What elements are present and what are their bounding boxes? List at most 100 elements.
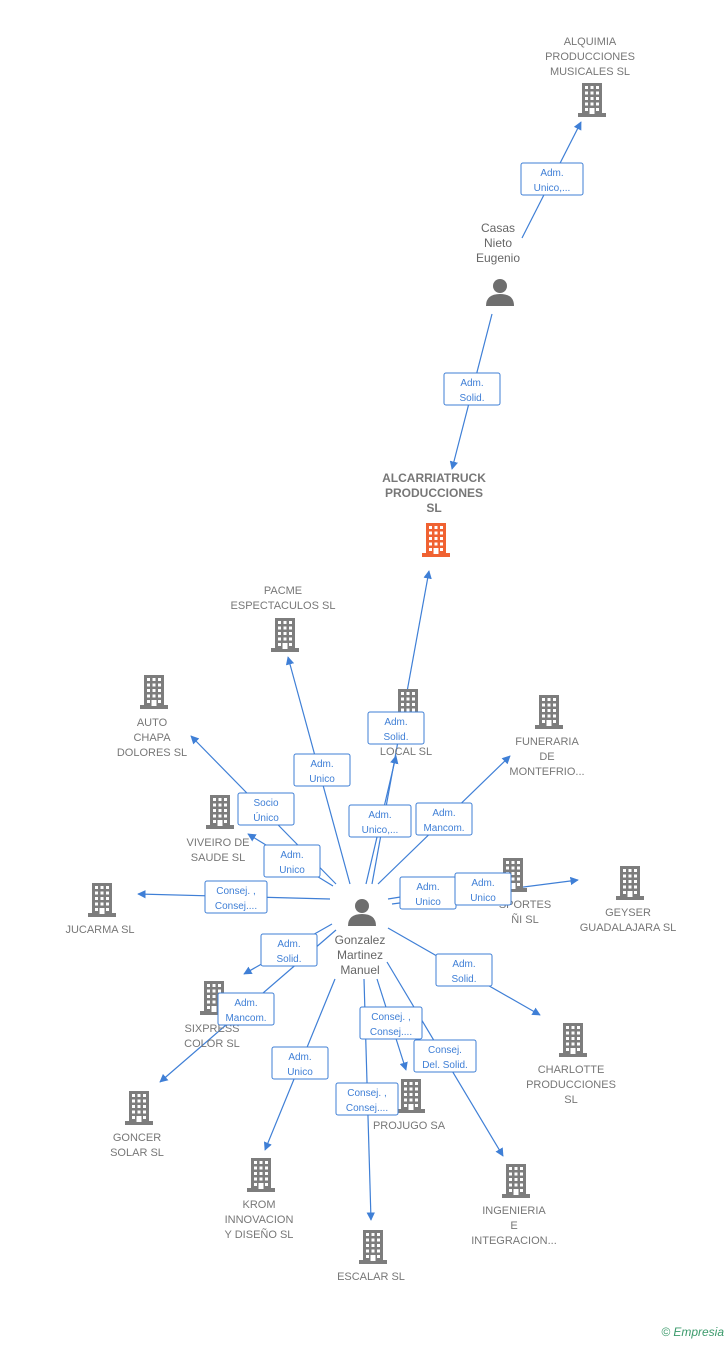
edge-label-text: Adm. bbox=[277, 939, 300, 950]
company-label-funeraria-line: DE bbox=[539, 751, 554, 763]
company-label-krom-line: Y DISEÑO SL bbox=[225, 1228, 294, 1241]
footer-brand[interactable]: ©Empresia bbox=[661, 1325, 724, 1339]
company-label-alcarriatruck-line: SL bbox=[426, 501, 441, 515]
edge-label-box bbox=[415, 802, 473, 836]
company-label-autochapa-line: AUTO bbox=[137, 717, 168, 729]
edge-label-text: Mancom. bbox=[423, 823, 464, 834]
company-icon-geyser[interactable] bbox=[616, 866, 644, 900]
edge-label-text: Adm. bbox=[471, 878, 494, 889]
edge-label-text: Adm. bbox=[280, 850, 303, 861]
company-icon-projugo[interactable] bbox=[397, 1079, 425, 1113]
edge-label-center-to-goncer[interactable]: Adm. Mancom. bbox=[217, 992, 275, 1026]
edge-label-center-to-transportes[interactable]: Adm. Unico bbox=[399, 876, 457, 910]
company-label-autochapa-line: DOLORES SL bbox=[117, 747, 187, 759]
edge-label-center-to-escalar[interactable]: Consej. , Consej.... bbox=[335, 1082, 399, 1116]
company-label-alquimia-line: MUSICALES SL bbox=[550, 66, 630, 78]
company-label-pacme-line: PACME bbox=[264, 585, 302, 597]
company-label-projugo-line: PROJUGO SA bbox=[373, 1120, 446, 1132]
company-label-viveiro-line: SAUDE SL bbox=[191, 852, 245, 864]
edge-labels-layer: Adm.Unico,...Adm.Solid.Adm.Solid.Adm.Uni… bbox=[204, 162, 584, 1116]
edge-label-text: Adm. bbox=[416, 882, 439, 893]
person-label-casas-line: Casas bbox=[481, 221, 515, 235]
edges-layer bbox=[137, 121, 582, 1221]
company-icon-pacme[interactable] bbox=[271, 618, 299, 652]
company-label-charlotte-line: SL bbox=[564, 1094, 577, 1106]
company-label-ingenieria-line: INGENIERIA bbox=[482, 1205, 546, 1217]
edge-label-box bbox=[263, 844, 321, 878]
edge-label-text: Consej. , bbox=[371, 1012, 410, 1023]
company-label-local-line: LOCAL SL bbox=[380, 746, 432, 758]
edge-label-text: Consej.... bbox=[215, 901, 257, 912]
edge-label-box bbox=[260, 933, 318, 967]
edge-label-text: Socio bbox=[253, 798, 278, 809]
edge-label-text: Adm. bbox=[288, 1052, 311, 1063]
edge-label-center-to-charlotte[interactable]: Adm.Solid. bbox=[435, 953, 493, 987]
edge-label-center-to-pacme[interactable]: Adm.Unico bbox=[293, 753, 351, 787]
company-label-sixpress-line: COLOR SL bbox=[184, 1038, 240, 1050]
company-label-goncer-line: SOLAR SL bbox=[110, 1147, 164, 1159]
company-icon-ingenieria[interactable] bbox=[502, 1164, 530, 1198]
edge-label-box bbox=[367, 711, 425, 745]
company-icon-goncer[interactable] bbox=[125, 1091, 153, 1125]
company-icon-funeraria[interactable] bbox=[535, 695, 563, 729]
company-icon-charlotte[interactable] bbox=[559, 1023, 587, 1057]
company-label-transportes-line: SPORTES bbox=[499, 899, 551, 911]
edge-label-box bbox=[443, 372, 501, 406]
edge-label-text: Consej.... bbox=[346, 1103, 388, 1114]
center-person-icon[interactable] bbox=[348, 899, 376, 926]
edge-label-center-to-viveiro[interactable]: Adm.Unico bbox=[263, 844, 321, 878]
company-label-charlotte-line: PRODUCCIONES bbox=[526, 1079, 616, 1091]
edge-label-center-to-krom[interactable]: Adm. Unico bbox=[271, 1046, 329, 1080]
company-label-geyser-line: GUADALAJARA SL bbox=[580, 922, 677, 934]
company-label-autochapa-line: CHAPA bbox=[133, 732, 171, 744]
edge-label-text: Consej. , bbox=[347, 1088, 386, 1099]
edge-label-box bbox=[520, 162, 584, 196]
edge-label-center-to-ingenieria[interactable]: Consej. Del. Solid. bbox=[413, 1039, 477, 1073]
company-label-escalar-line: ESCALAR SL bbox=[337, 1271, 405, 1283]
edge-label-text: Consej. , bbox=[216, 886, 255, 897]
copyright-symbol: © bbox=[661, 1325, 671, 1339]
edge-label-center-to-alcarriatruck[interactable]: Adm.Solid. bbox=[367, 711, 425, 745]
company-icon-viveiro[interactable] bbox=[206, 795, 234, 829]
edge-label-center-to-geyser[interactable]: Adm.Unico bbox=[454, 872, 512, 906]
edge-label-text: Unico bbox=[415, 897, 441, 908]
edge-label-center-to-projugo[interactable]: Consej. ,Consej.... bbox=[359, 1006, 423, 1040]
edge-label-text: Consej. bbox=[428, 1045, 462, 1056]
company-icon-transportes[interactable] bbox=[499, 858, 527, 892]
edge-label-casas-to-alquimia[interactable]: Adm.Unico,... bbox=[520, 162, 584, 196]
edge-label-box bbox=[237, 792, 295, 826]
edge-label-text: Adm. bbox=[310, 759, 333, 770]
edge-label-box bbox=[359, 1006, 423, 1040]
edge-label-center-to-funeraria[interactable]: Adm. Mancom. bbox=[415, 802, 473, 836]
edge-label-box bbox=[335, 1082, 399, 1116]
edge-label-box bbox=[217, 992, 275, 1026]
center-person-label-line: Martinez bbox=[337, 948, 383, 962]
company-label-geyser-line: GEYSER bbox=[605, 907, 651, 919]
edge-label-casas-to-alcarriatruck[interactable]: Adm.Solid. bbox=[443, 372, 501, 406]
company-icon-escalar[interactable] bbox=[359, 1230, 387, 1264]
edge-label-text: Adm. bbox=[432, 808, 455, 819]
edge-label-text: Del. Solid. bbox=[422, 1060, 468, 1071]
person-label-casas-line: Eugenio bbox=[476, 251, 520, 265]
company-label-krom-line: INNOVACION bbox=[225, 1214, 294, 1226]
edge-label-center-to-sixpress[interactable]: Adm.Solid. bbox=[260, 933, 318, 967]
person-label-casas-line: Nieto bbox=[484, 236, 512, 250]
edge-label-text: Adm. bbox=[234, 998, 257, 1009]
company-icon-krom[interactable] bbox=[247, 1158, 275, 1192]
company-icon-autochapa[interactable] bbox=[140, 675, 168, 709]
edge-label-center-to-local[interactable]: Adm.Unico,... bbox=[348, 804, 412, 838]
center-person-label-line: Gonzalez bbox=[335, 933, 386, 947]
edge-label-text: Unico bbox=[287, 1067, 313, 1078]
edge-label-text: Único bbox=[253, 811, 279, 824]
company-icon-jucarma[interactable] bbox=[88, 883, 116, 917]
edge-label-text: Mancom. bbox=[225, 1013, 266, 1024]
person-icon-casas[interactable] bbox=[486, 279, 514, 306]
company-label-funeraria-line: MONTEFRIO... bbox=[509, 766, 584, 778]
focus-company-icon-alcarriatruck[interactable] bbox=[422, 523, 450, 557]
edge-label-center-to-jucarma[interactable]: Consej. , Consej.... bbox=[204, 880, 268, 914]
edge-label-box bbox=[413, 1039, 477, 1073]
company-icon-alquimia[interactable] bbox=[578, 83, 606, 117]
